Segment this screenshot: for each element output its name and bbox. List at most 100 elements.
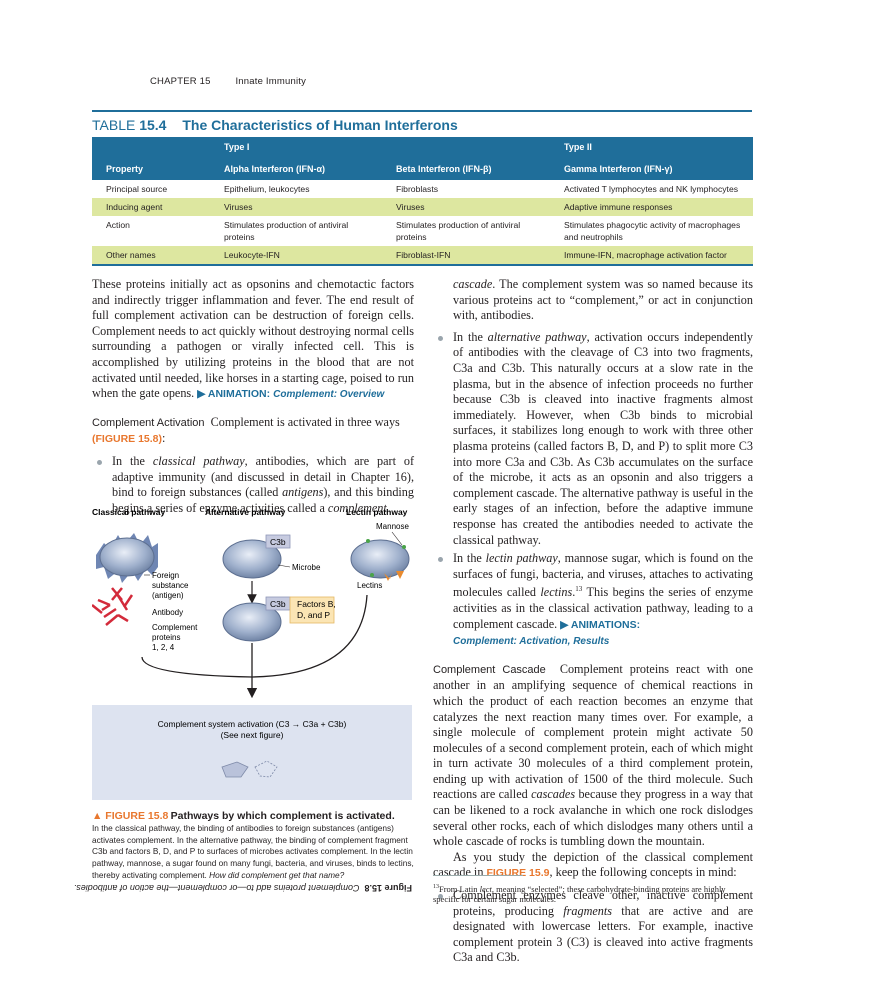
table-cell: Principal source [106,184,168,194]
bullet-list: In the classical pathway, antibodies, wh… [92,454,414,516]
list-text: In the [453,329,488,344]
label-c3b: C3b [270,537,286,547]
label-factors-2: D, and P [297,610,330,620]
section-heading: Complement Activation [92,416,205,429]
right-column: cascade. The complement system was so na… [433,277,753,969]
antibody-icon [91,587,134,626]
table-row: Principal source Epithelium, leukocytes … [92,180,753,198]
pathway-label: Classical pathway [92,507,166,517]
list-item: In the classical pathway, antibodies, wh… [97,453,415,516]
c3-fragment-icon [254,760,278,778]
table-cell: Immune-IFN, macrophage activation factor [550,246,753,266]
figure-reference[interactable]: FIGURE 15.9 [486,867,550,880]
caption-title: Pathways by which complement is activate… [170,810,395,822]
table-cell: Inducing agent [92,198,210,216]
foreign-cell-icon [96,533,158,583]
answer-label: Figure 15.8 [364,883,412,893]
table-cell: Fibroblast-IFN [382,246,550,266]
list-text: Complement enzymes cleave other, inactiv… [453,888,753,918]
lectin-icon [384,571,404,581]
term: antigens [282,485,324,500]
figure-caption: ▲ FIGURE 15.8 Pathways by which compleme… [92,810,414,882]
label-lectins: Lectins [357,581,382,590]
chapter-title: Innate Immunity [235,76,307,87]
label-foreign: Foreign [152,571,179,580]
label-antigen: (antigen) [152,591,184,600]
table-cell: Stimulates production of antiviral prote… [396,220,521,242]
left-column: These proteins initially act as opsonins… [92,277,414,519]
table-cell: Other names [92,246,210,266]
figure-reference[interactable]: (FIGURE 15.8) [92,433,163,446]
paragraph: Complement Activation Complement is acti… [92,415,414,448]
microbe-icon [222,539,282,579]
table-header: Gamma Interferon (IFN-γ) [550,157,753,180]
c3-fragment-icon [221,761,249,778]
footnote-number: 13 [433,884,439,890]
animation-tag: ▶ ANIMATION: [197,388,271,401]
table-row: Inducing agent Viruses Viruses Adaptive … [92,198,753,216]
list-text: In the [453,551,486,566]
table-cell: Leukocyte-IFN [210,246,382,266]
label-factors: Factors B, [297,599,336,609]
label-mannose: Mannose [376,522,409,531]
term: cascade [453,277,493,291]
table-cell: Stimulates production of antiviral prote… [224,220,349,242]
table-cell: Stimulates phagocytic activity of macrop… [564,220,741,242]
bullet-list: Complement enzymes cleave other, inactiv… [433,888,753,966]
bullet-list: In the alternative pathway, activation o… [433,330,753,650]
chapter-label: CHAPTER 15 [150,76,211,87]
table-row: Other names Leukocyte-IFN Fibroblast-IFN… [92,246,753,266]
table-cell: Fibroblasts [396,184,439,194]
term: complement [327,500,387,515]
table-cell: Viruses [382,198,550,216]
paragraph-text: : [162,431,166,446]
animation-link[interactable]: Complement: Activation, Results [453,636,610,648]
label-substance: substance [152,581,189,590]
figure-answer: Figure 15.8 Complement proteins add to—o… [74,883,412,893]
table-header-row: Property Alpha Interferon (IFN-α) Beta I… [92,157,753,180]
list-text: , antibodies, which are part of adaptive… [112,453,415,500]
microbe-icon [350,539,410,579]
label-proteins-number: 1, 2, 4 [152,643,175,652]
paragraph: As you study the depiction of the classi… [433,850,753,882]
table-cell: Adaptive immune responses [550,198,753,216]
label-microbe: Microbe [292,563,321,572]
answer-text: Complement proteins add to—or complement… [73,883,360,893]
table-group-header: Type II [550,137,753,157]
mannose-icon [370,573,374,577]
list-item: In the alternative pathway, activation o… [438,329,753,548]
interferon-table: Type I Type II Property Alpha Interferon… [92,137,753,266]
list-text: that are active and are designated with … [453,903,753,965]
label-c3b: C3b [270,599,286,609]
table-number: 15.4 [139,117,167,133]
bullet-icon [97,459,102,465]
c3b-box [265,534,291,549]
footnote: 13From Latin lect, meaning “selected”; t… [433,882,753,905]
footnote-text: From Latin [439,883,480,894]
table-cell: Epithelium, leukocytes [224,184,310,194]
table-header: Alpha Interferon (IFN-α) [210,157,382,180]
animation-link[interactable]: Complement: Overview [273,389,385,401]
paragraph-text: , keep the following concepts in mind: [549,865,737,880]
paragraph-text: Complement is activated in three ways [210,414,400,429]
caption-question: How did complement get that name? [209,869,345,880]
factors-box [289,596,335,624]
label-activation: Complement system activation (C3 → C3a +… [158,719,347,729]
table-header: Property [92,157,210,180]
table-cell: Action [106,220,130,230]
caption-figure-number: ▲ FIGURE 15.8 [92,810,169,822]
footnote-marker[interactable]: 13 [575,585,583,594]
table-cell: Viruses [210,198,382,216]
term: lectins [540,585,573,600]
footnote-rule [433,875,523,876]
activation-box [92,705,412,800]
table-label: TABLE [92,117,136,133]
running-head: CHAPTER 15 Innate Immunity [150,76,306,87]
mannose-icon [366,539,370,543]
section-heading: Complement Cascade [433,663,546,676]
table-group-header [382,137,550,157]
table-title: TABLE 15.4 The Characteristics of Human … [92,117,458,133]
list-item: In the lectin pathway, mannose sugar, wh… [438,551,753,650]
table-group-header [92,137,210,157]
mannose-icon [402,545,406,549]
